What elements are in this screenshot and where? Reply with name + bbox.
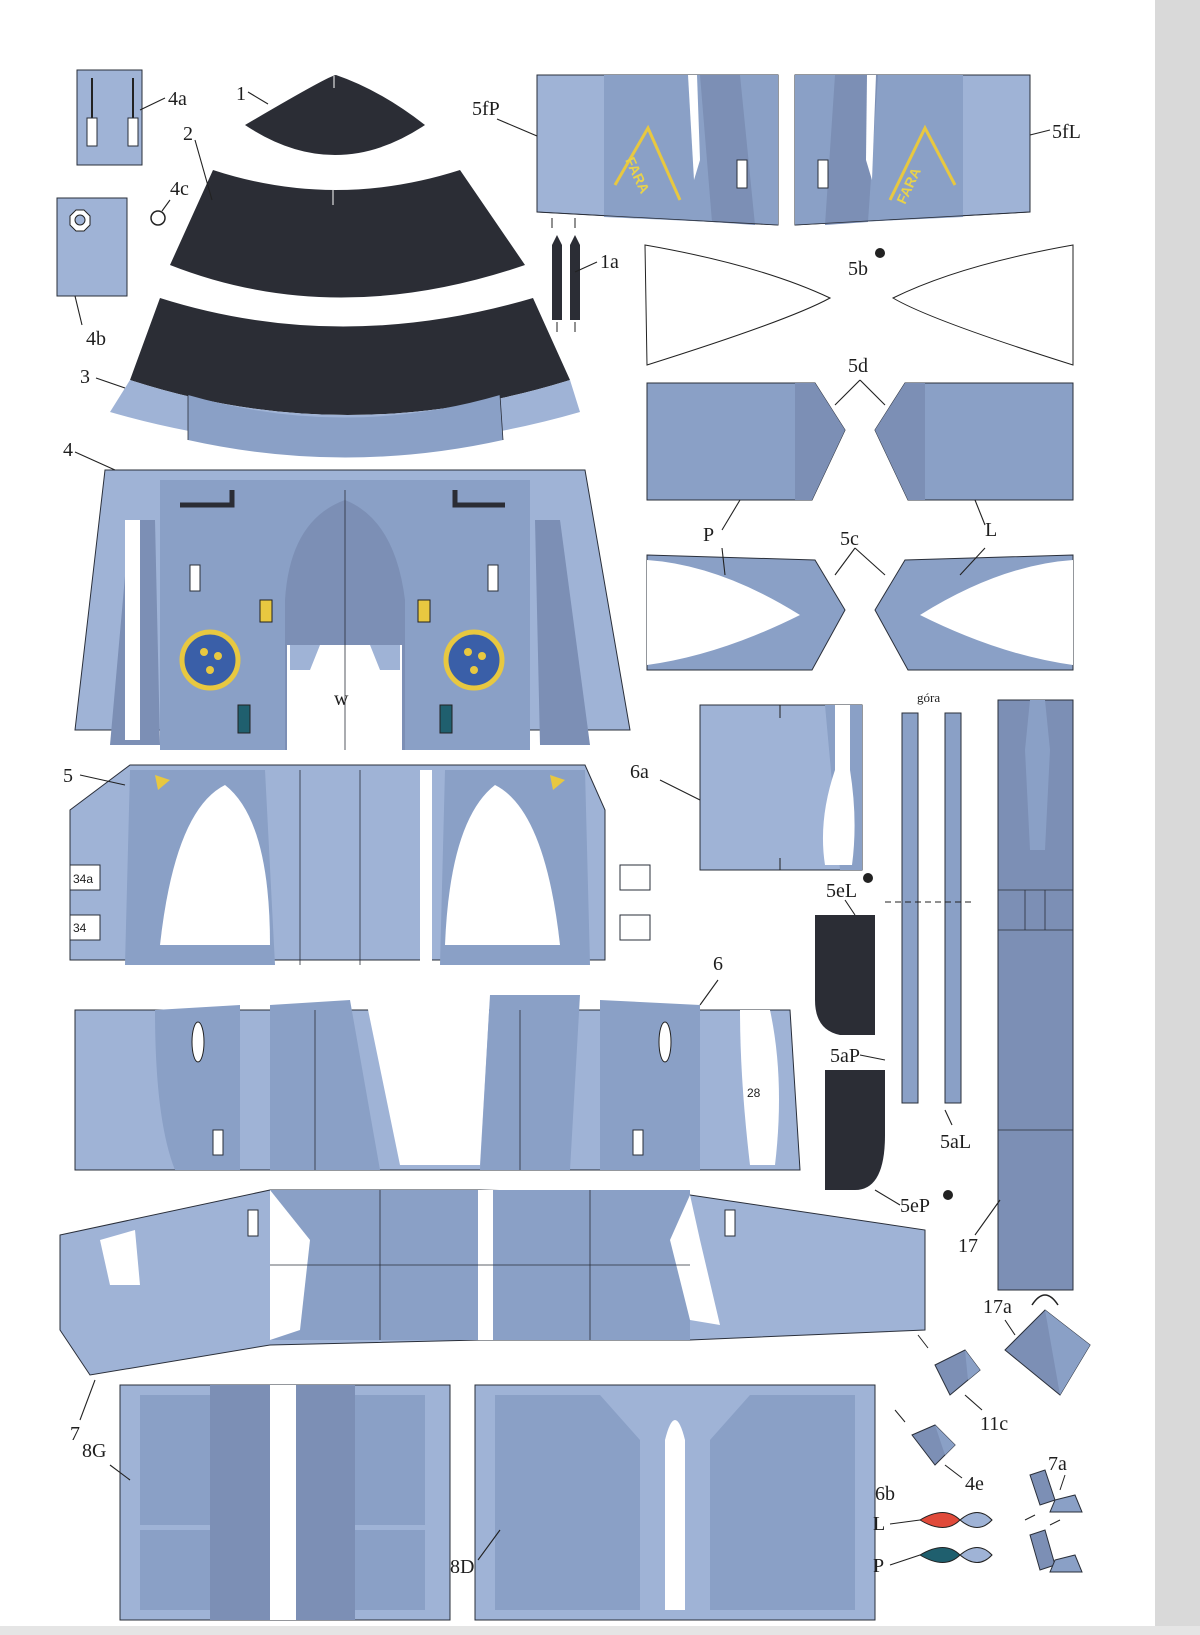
label-11c: 11c — [980, 1413, 1008, 1435]
label-4e: 4e — [965, 1473, 984, 1495]
part-8D — [474, 1384, 876, 1621]
label-5c: 5c — [840, 528, 859, 550]
part-2 — [170, 139, 525, 298]
label-L-5d: L — [985, 519, 997, 541]
part-4b — [56, 197, 128, 326]
part-5c — [646, 547, 1074, 671]
label-4b: 4b — [86, 328, 106, 350]
label-5b: 5b — [848, 258, 868, 280]
part-4e — [894, 1409, 963, 1479]
label-5fP: 5fP — [472, 98, 500, 120]
label-6: 6 — [713, 953, 723, 975]
number-7-left — [180, 490, 235, 508]
part-4a — [76, 69, 166, 166]
label-7a: 7a — [1048, 1453, 1067, 1475]
part-6a — [659, 704, 863, 871]
label-5: 5 — [63, 765, 73, 787]
label-4a: 4a — [168, 88, 187, 110]
part-1 — [245, 75, 425, 155]
label-L-6b: L — [873, 1513, 885, 1535]
part-7 — [59, 1189, 926, 1421]
part-5fL: FARA — [794, 74, 1051, 226]
bottom-margin-strip — [0, 1626, 1200, 1635]
label-6a: 6a — [630, 761, 649, 783]
label-5fL: 5fL — [1052, 121, 1081, 143]
label-P-5d: P — [703, 524, 714, 546]
label-5d: 5d — [848, 355, 868, 377]
label-3: 3 — [80, 366, 90, 388]
label-28: 28 — [747, 1086, 761, 1100]
part-3 — [95, 298, 580, 458]
label-P-6b: P — [873, 1555, 884, 1577]
label-34: 34 — [73, 921, 87, 935]
part-5fP: FARA — [496, 74, 779, 228]
label-4: 4 — [63, 439, 73, 461]
label-34a: 34a — [73, 872, 93, 886]
part-6b — [889, 1512, 993, 1566]
part-6 — [74, 979, 801, 1171]
right-margin-strip — [1155, 0, 1200, 1635]
number-7-right — [452, 490, 505, 508]
part-7a — [1024, 1469, 1083, 1573]
part-5d — [646, 379, 1074, 531]
label-5eL: 5eL — [826, 880, 857, 902]
label-1: 1 — [236, 83, 246, 105]
part-4c — [150, 199, 171, 226]
label-17: 17 — [958, 1235, 978, 1257]
label-8G: 8G — [82, 1440, 106, 1462]
part-11c — [917, 1334, 983, 1411]
part-8G — [109, 1384, 451, 1621]
label-4c: 4c — [170, 178, 189, 200]
part-5eP — [825, 1054, 953, 1206]
part-17 — [974, 699, 1074, 1291]
part-1a — [552, 235, 598, 332]
part-5 — [69, 764, 651, 965]
label-gora: góra — [917, 690, 940, 705]
label-1a: 1a — [600, 251, 619, 273]
label-5aL: 5aL — [940, 1131, 971, 1153]
label-5aP: 5aP — [830, 1045, 860, 1067]
label-17a: 17a — [983, 1296, 1012, 1318]
label-6b: 6b — [875, 1483, 895, 1505]
label-7: 7 — [70, 1423, 80, 1445]
part-17a — [1004, 1294, 1091, 1396]
label-5eP: 5eP — [900, 1195, 930, 1217]
part-5a-strips — [885, 712, 975, 1126]
label-2: 2 — [183, 123, 193, 145]
part-5eL — [815, 873, 875, 1035]
label-8D: 8D — [450, 1556, 474, 1578]
label-w: w — [334, 688, 349, 710]
part-5b — [644, 244, 1074, 366]
part-4 — [74, 451, 631, 750]
